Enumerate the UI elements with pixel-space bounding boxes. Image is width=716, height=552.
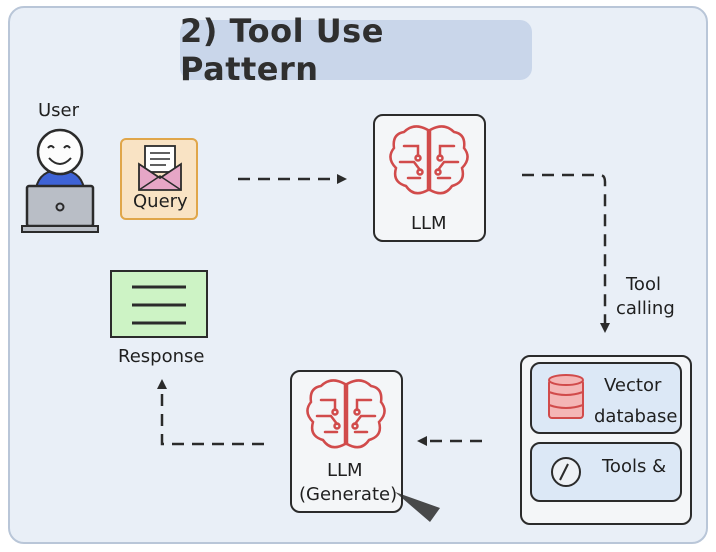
user-label: User (38, 100, 80, 121)
llm-to-tools-arrow (522, 173, 610, 333)
diagram-title: 2) Tool Use Pattern (180, 12, 384, 88)
llm-generate-label-line1: LLM (327, 460, 363, 481)
query-label: Query (133, 191, 188, 212)
llm-generate-label-line2: (Generate) (299, 484, 398, 505)
vector-db-label-line1: Vector (604, 375, 662, 396)
response-label: Response (118, 346, 205, 367)
title-pill: 2) Tool Use Pattern (180, 12, 532, 88)
vector-db-label-line2: database (594, 406, 678, 427)
llm-label: LLM (411, 213, 447, 234)
llm-generate-to-response-arrow (157, 379, 264, 446)
tool-calling-label-line1: Tool (626, 274, 661, 295)
tool-calling-label-line2: calling (616, 298, 675, 319)
tools-label: Tools & (602, 456, 667, 477)
